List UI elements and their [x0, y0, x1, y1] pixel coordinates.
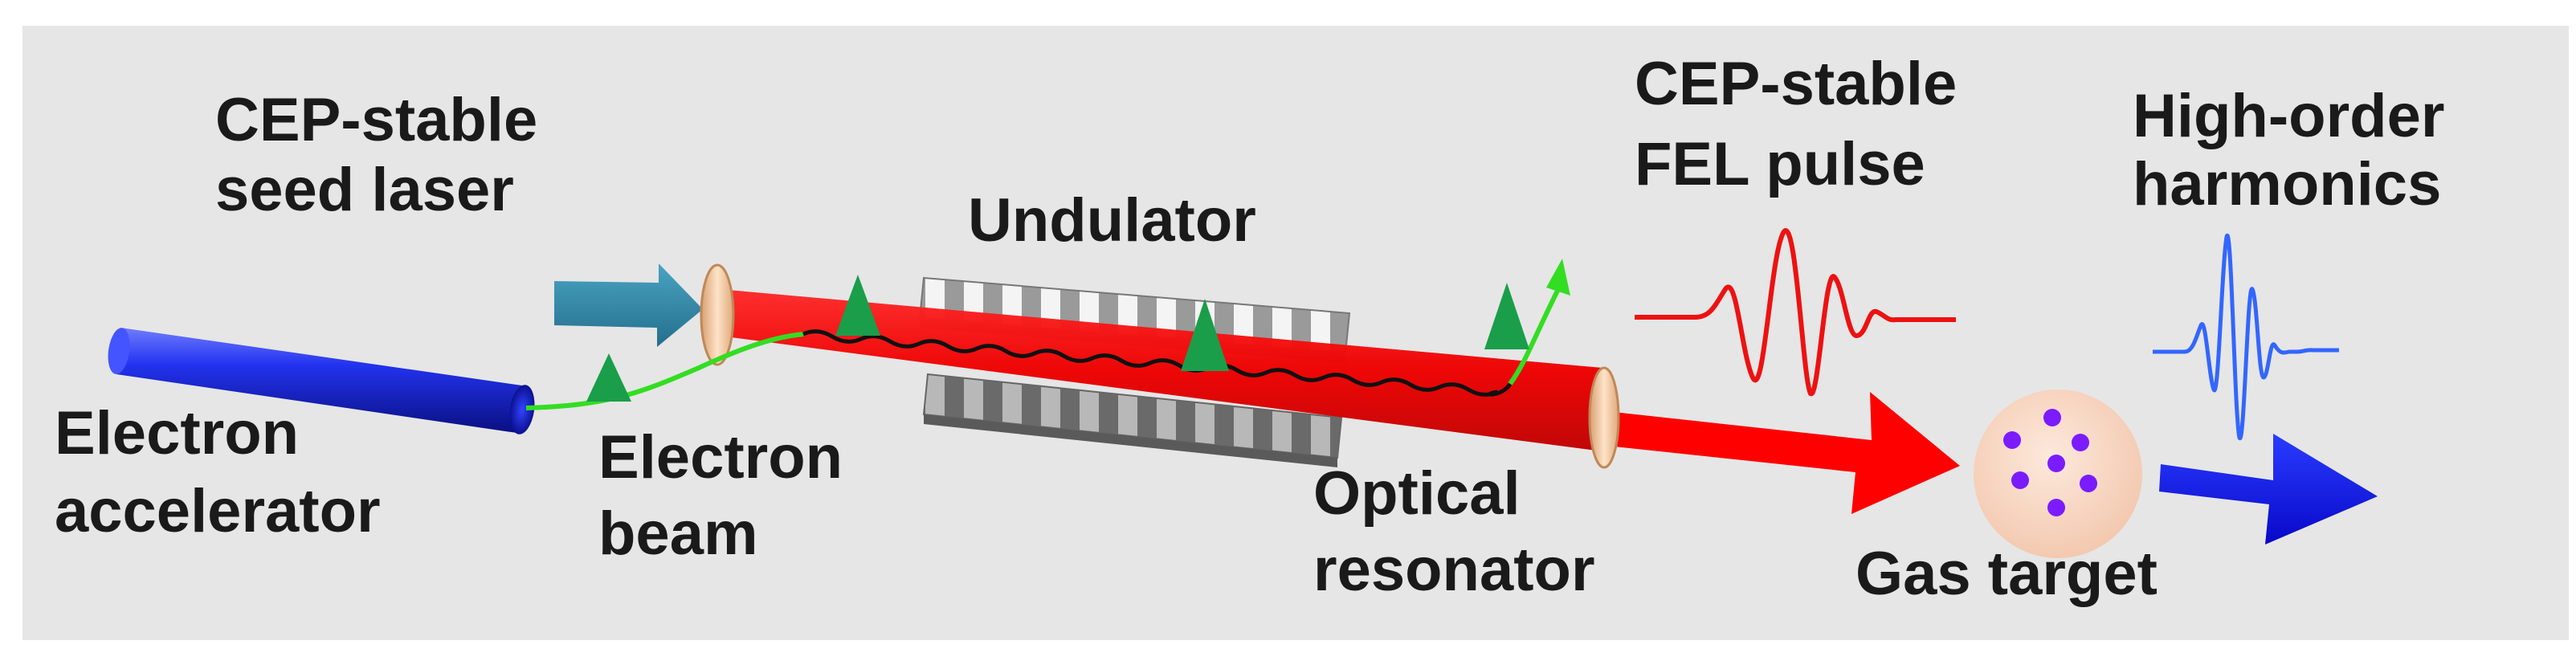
optical-resonator-label-line2: resonator: [1313, 536, 1595, 604]
electron-wiggle-trajectory: [802, 329, 1513, 397]
fel-output-arrow: [1606, 392, 1960, 514]
electron-beam-label-line1: Electron: [598, 423, 843, 492]
left-mirror-icon: [700, 263, 735, 366]
gas-target-icon: [1974, 390, 2142, 558]
electron-marker-4: [1484, 283, 1529, 349]
laser-cavity-beam: [719, 289, 1602, 451]
electron-marker-2: [835, 275, 880, 336]
harmonics-waveform: [2153, 233, 2339, 440]
seed-laser-label-line1: CEP-stable: [215, 86, 537, 154]
electron-bunch-markers: [586, 275, 1529, 402]
electron-exit-path: [1508, 288, 1561, 385]
fel-pulse-waveform: [1635, 228, 1956, 397]
electron-beam-path: [525, 332, 804, 410]
gas-target-label: Gas target: [1855, 540, 2158, 608]
right-mirror-icon: [1588, 366, 1620, 469]
optical-resonator-label-line1: Optical: [1313, 459, 1521, 528]
seed-laser-label-line2: seed laser: [215, 156, 514, 224]
harmonics-output-arrow: [2159, 434, 2378, 545]
seed-laser-arrow: [554, 263, 703, 347]
electron-accelerator-icon: [108, 328, 535, 434]
electron-marker-3: [1181, 299, 1229, 371]
fel-pulse-label-line1: CEP-stable: [1635, 50, 1957, 118]
fel-pulse-label-line2: FEL pulse: [1635, 130, 1925, 198]
undulator-label: Undulator: [968, 186, 1256, 255]
electron-marker-1: [586, 353, 631, 402]
electron-accelerator-label-line2: accelerator: [55, 477, 381, 545]
electron-accelerator-label-line1: Electron: [55, 399, 299, 467]
electron-exit-arrowhead: [1546, 259, 1570, 296]
electron-beam-label-line2: beam: [598, 500, 758, 568]
harmonics-label-line1: High-order: [2133, 82, 2444, 150]
harmonics-label-line2: harmonics: [2133, 150, 2441, 218]
